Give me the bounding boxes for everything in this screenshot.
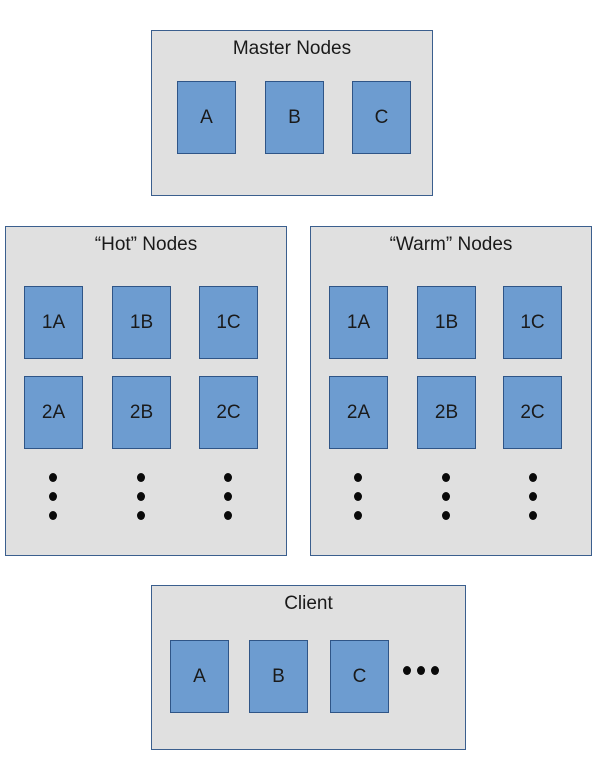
hot-node-2a: 2A bbox=[24, 376, 83, 449]
client-group: Client A B C bbox=[151, 585, 466, 750]
client-title: Client bbox=[284, 593, 333, 614]
client-node-a: A bbox=[170, 640, 229, 713]
vertical-ellipsis-icon bbox=[49, 473, 57, 521]
warm-node-2c: 2C bbox=[503, 376, 562, 449]
client-node-c: C bbox=[330, 640, 389, 713]
vertical-ellipsis-icon bbox=[137, 473, 145, 521]
hot-node-2b: 2B bbox=[112, 376, 171, 449]
warm-node-2b: 2B bbox=[417, 376, 476, 449]
hot-node-1b: 1B bbox=[112, 286, 171, 359]
master-node-c: C bbox=[352, 81, 411, 154]
hot-node-2c: 2C bbox=[199, 376, 258, 449]
hot-node-1a: 1A bbox=[24, 286, 83, 359]
master-node-a: A bbox=[177, 81, 236, 154]
horizontal-ellipsis-icon bbox=[403, 666, 441, 675]
warm-nodes-title: “Warm” Nodes bbox=[389, 234, 513, 255]
hot-nodes-title: “Hot” Nodes bbox=[94, 234, 198, 255]
hot-nodes-group: “Hot” Nodes 1A 1B 1C 2A 2B 2C bbox=[5, 226, 287, 556]
warm-node-1b: 1B bbox=[417, 286, 476, 359]
warm-node-1a: 1A bbox=[329, 286, 388, 359]
vertical-ellipsis-icon bbox=[529, 473, 537, 521]
client-node-b: B bbox=[249, 640, 308, 713]
hot-node-1c: 1C bbox=[199, 286, 258, 359]
warm-nodes-group: “Warm” Nodes 1A 1B 1C 2A 2B 2C bbox=[310, 226, 592, 556]
warm-node-2a: 2A bbox=[329, 376, 388, 449]
master-node-b: B bbox=[265, 81, 324, 154]
vertical-ellipsis-icon bbox=[442, 473, 450, 521]
vertical-ellipsis-icon bbox=[224, 473, 232, 521]
master-nodes-group: Master Nodes A B C bbox=[151, 30, 433, 196]
vertical-ellipsis-icon bbox=[354, 473, 362, 521]
warm-node-1c: 1C bbox=[503, 286, 562, 359]
master-nodes-title: Master Nodes bbox=[232, 38, 352, 59]
